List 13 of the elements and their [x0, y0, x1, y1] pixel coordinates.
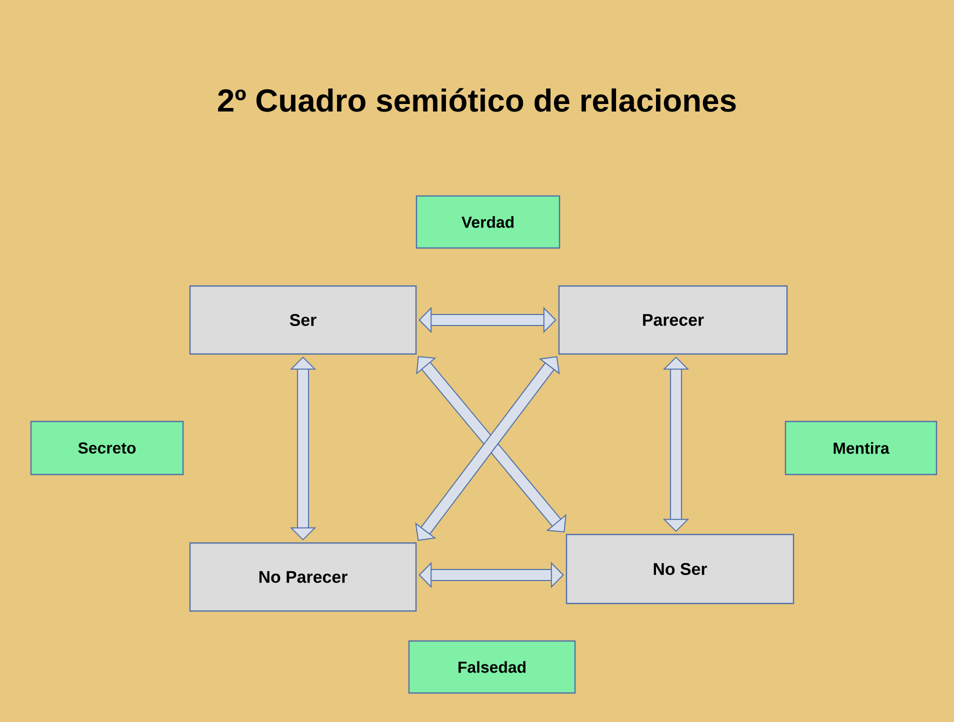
label-box: Falsedad	[408, 640, 576, 694]
block-arrow	[662, 356, 690, 532]
block-arrow	[418, 306, 556, 334]
label-box: Mentira	[784, 420, 938, 476]
title: 2º Cuadro semiótico de relaciones	[218, 88, 736, 112]
label-box: Verdad	[416, 195, 560, 249]
concept-box: No Parecer	[189, 542, 417, 612]
label-box: Secreto	[30, 420, 184, 476]
concept-box: No Ser	[566, 534, 794, 604]
block-arrow	[418, 562, 564, 588]
concept-box: Ser	[189, 285, 417, 355]
concept-box: Parecer	[558, 285, 788, 355]
block-arrow	[290, 356, 316, 540]
